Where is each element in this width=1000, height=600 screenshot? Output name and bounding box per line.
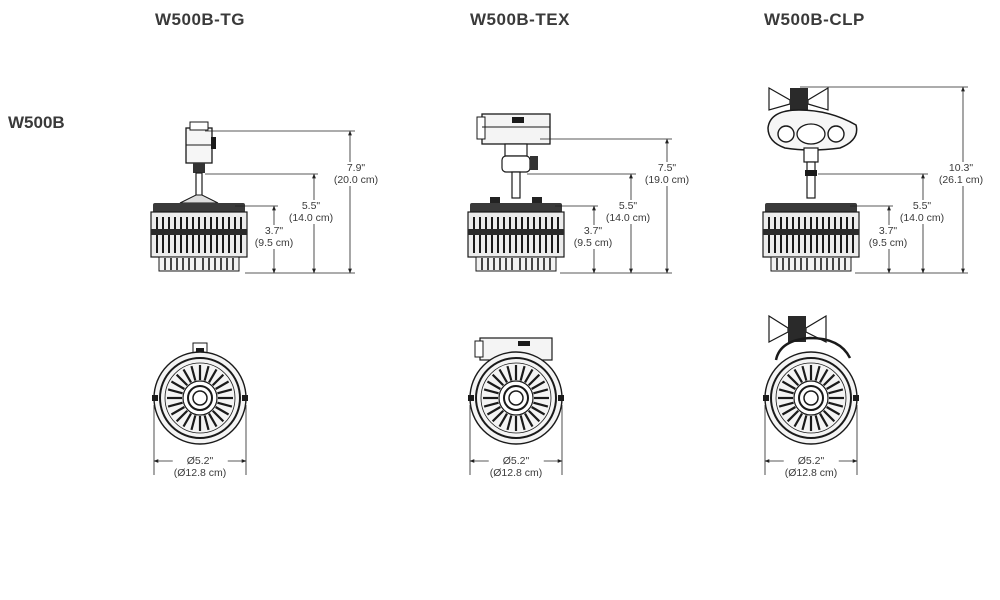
model-title-clp: W500B-CLP [764,10,865,29]
tex-side-view [467,113,565,272]
tg-diameter-label: Ø5.2"(Ø12.8 cm) [172,455,228,479]
tg-body-height-label: 3.7"(9.5 cm) [253,225,295,249]
model-title-tex: W500B-TEX [470,10,570,29]
tex-overall-height-label: 7.5"(19.0 cm) [643,162,691,186]
tg-overall-height-label: 7.9"(20.0 cm) [332,162,380,186]
tex-diameter-label: Ø5.2"(Ø12.8 cm) [488,455,544,479]
clp-body-height-label: 3.7"(9.5 cm) [867,225,909,249]
model-title-tg: W500B-TG [155,10,245,29]
clp-front-view [761,314,861,446]
tg-front-view [150,342,250,446]
tex-front-view [466,337,566,446]
tex-mount-height-label: 5.5"(14.0 cm) [604,200,652,224]
clp-diameter-label: Ø5.2"(Ø12.8 cm) [783,455,839,479]
clp-side-view [762,86,860,272]
clp-overall-height-label: 10.3"(26.1 cm) [937,162,985,186]
clp-mount-height-label: 5.5"(14.0 cm) [898,200,946,224]
tg-mount-height-label: 5.5"(14.0 cm) [287,200,335,224]
tg-side-view [150,121,248,272]
row-label: W500B [8,113,65,132]
tex-body-height-label: 3.7"(9.5 cm) [572,225,614,249]
